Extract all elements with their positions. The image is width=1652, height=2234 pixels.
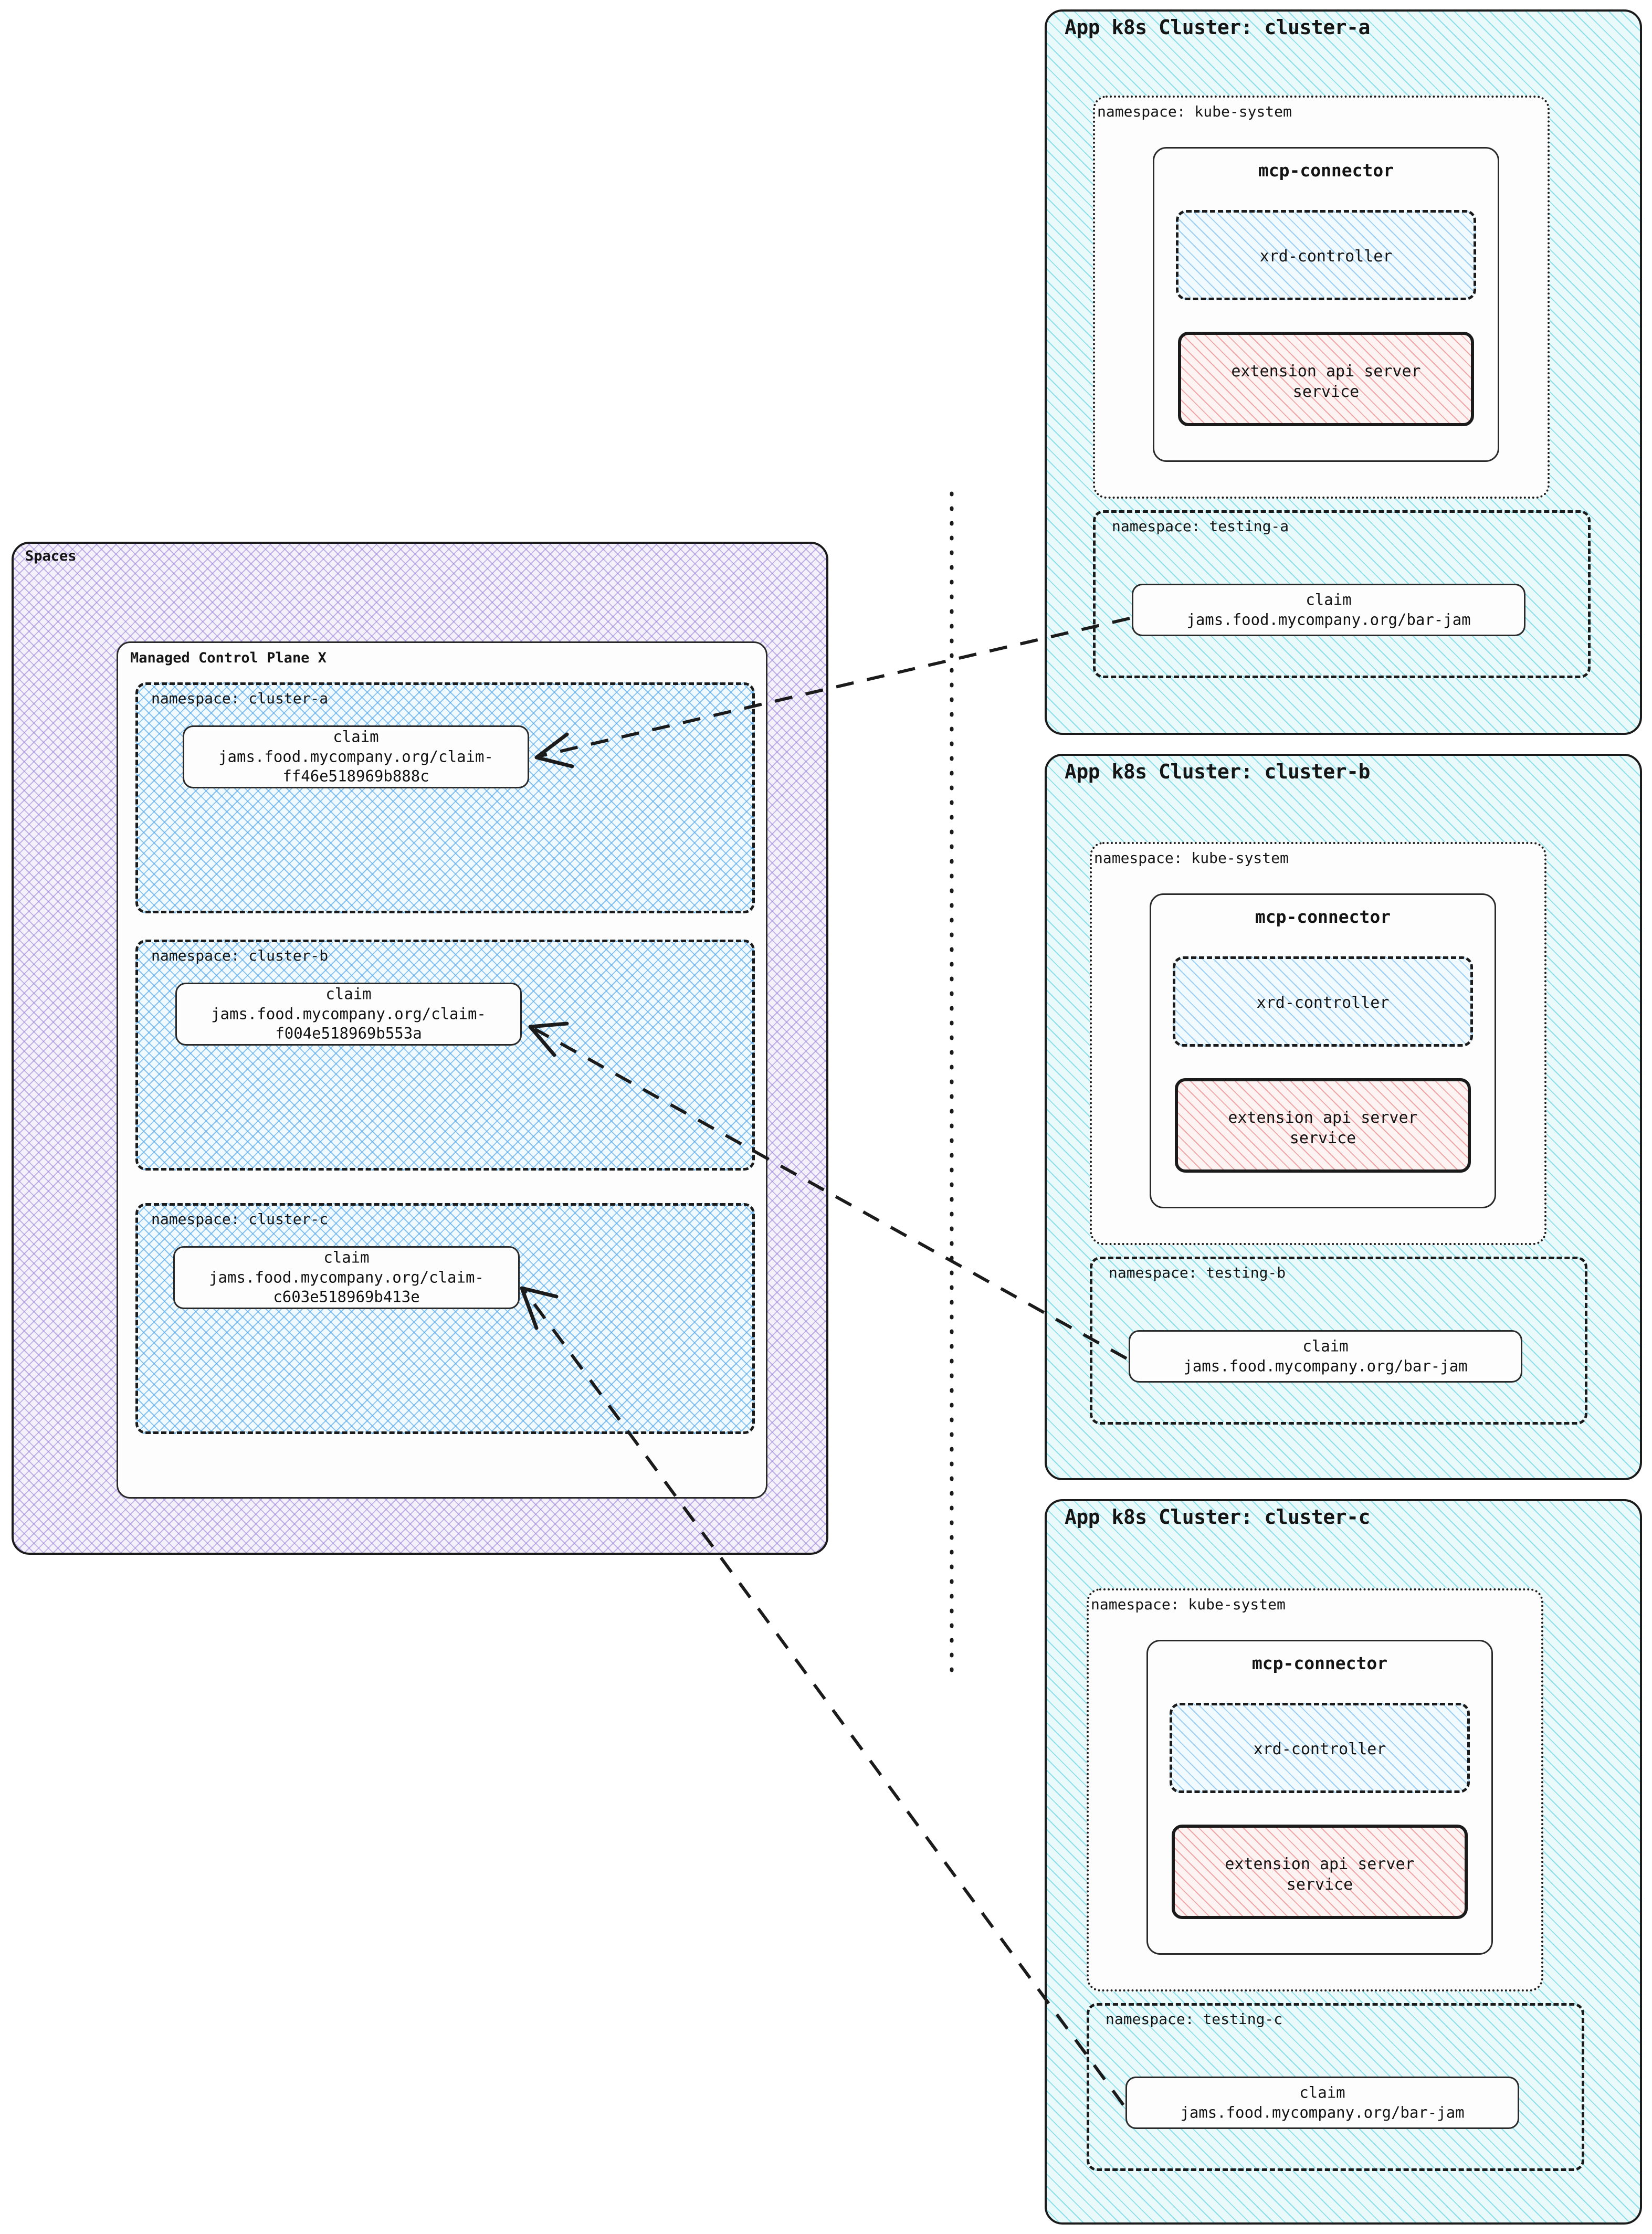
claim-ref: jams.food.mycompany.org/claim- [211, 1005, 486, 1023]
mcp-namespace-cluster-b [135, 940, 755, 1171]
ext-api-line1: extension api server [1225, 1855, 1415, 1873]
claim-text: claim jams.food.mycompany.org/claim- f00… [180, 984, 517, 1044]
claim-kind: claim [323, 1248, 370, 1267]
cluster-b-xrd-controller-label: xrd-controller [1256, 994, 1390, 1012]
mcp-namespace-cluster-a-label: namespace: cluster-a [151, 690, 329, 707]
cluster-c-extension-api-server-service: extension api server service [1172, 1825, 1468, 1919]
mcp-namespace-cluster-c [135, 1203, 755, 1434]
cluster-b-kube-system-label: namespace: kube-system [1094, 849, 1289, 867]
cluster-c-testing-label: namespace: testing-c [1106, 2010, 1283, 2028]
cluster-b-xrd-controller: xrd-controller [1173, 956, 1473, 1047]
ext-api-line1: extension api server [1231, 362, 1421, 381]
cluster-a-xrd-controller: xrd-controller [1176, 210, 1476, 300]
cluster-b-mcp-connector-label: mcp-connector [1255, 907, 1391, 927]
cluster-c-ext-api-label: extension api server service [1175, 1854, 1465, 1895]
app-cluster-c-title: App k8s Cluster: cluster-c [1065, 1505, 1370, 1529]
claim-ref: jams.food.mycompany.org/bar-jam [1180, 2103, 1465, 2121]
claim-text: claim jams.food.mycompany.org/claim- ff4… [187, 727, 524, 786]
cluster-c-testing-claim[interactable]: claim jams.food.mycompany.org/bar-jam [1125, 2077, 1519, 2129]
cluster-a-kube-system-label: namespace: kube-system [1097, 103, 1292, 120]
app-cluster-a-title: App k8s Cluster: cluster-a [1065, 16, 1370, 39]
ext-api-line2: service [1286, 1875, 1353, 1894]
cluster-a-extension-api-server-service: extension api server service [1178, 332, 1474, 426]
claim-kind: claim [325, 985, 372, 1003]
cluster-c-kube-system-label: namespace: kube-system [1091, 1596, 1286, 1613]
mcp-namespace-cluster-a-claim[interactable]: claim jams.food.mycompany.org/claim- ff4… [183, 725, 529, 788]
ext-api-line2: service [1292, 383, 1360, 401]
mcp-namespace-cluster-a [135, 682, 755, 913]
claim-kind: claim [1299, 2083, 1345, 2102]
claim-ref2: f004e518969b553a [275, 1024, 422, 1042]
claim-ref: jams.food.mycompany.org/claim- [218, 747, 493, 766]
claim-ref: jams.food.mycompany.org/claim- [209, 1268, 484, 1287]
cluster-b-testing-label: namespace: testing-b [1109, 1264, 1286, 1281]
claim-kind: claim [333, 728, 379, 746]
claim-ref: jams.food.mycompany.org/bar-jam [1183, 1357, 1468, 1375]
claim-text: claim jams.food.mycompany.org/bar-jam [1130, 2083, 1514, 2122]
cluster-c-xrd-controller: xrd-controller [1170, 1703, 1470, 1793]
claim-text: claim jams.food.mycompany.org/claim- c60… [178, 1248, 515, 1307]
claim-ref2: c603e518969b413e [273, 1288, 420, 1306]
cluster-b-ext-api-label: extension api server service [1178, 1108, 1468, 1148]
app-cluster-b-title: App k8s Cluster: cluster-b [1065, 760, 1370, 783]
mcp-namespace-cluster-b-label: namespace: cluster-b [151, 947, 329, 964]
claim-text: claim jams.food.mycompany.org/bar-jam [1137, 590, 1521, 629]
cluster-c-xrd-controller-label: xrd-controller [1253, 1740, 1386, 1758]
mcp-namespace-cluster-b-claim[interactable]: claim jams.food.mycompany.org/claim- f00… [175, 983, 522, 1046]
cluster-a-mcp-connector-label: mcp-connector [1258, 160, 1394, 181]
claim-ref2: ff46e518969b888c [282, 767, 429, 785]
claim-ref: jams.food.mycompany.org/bar-jam [1186, 610, 1471, 628]
managed-control-plane-label: Managed Control Plane X [130, 650, 327, 666]
cluster-a-testing-label: namespace: testing-a [1112, 518, 1289, 535]
ext-api-line1: extension api server [1228, 1109, 1418, 1127]
cluster-a-testing-claim[interactable]: claim jams.food.mycompany.org/bar-jam [1132, 584, 1525, 636]
claim-kind: claim [1302, 1337, 1349, 1355]
mcp-namespace-cluster-c-label: namespace: cluster-c [151, 1210, 329, 1228]
cluster-a-xrd-controller-label: xrd-controller [1259, 247, 1393, 266]
cluster-b-extension-api-server-service: extension api server service [1175, 1078, 1471, 1173]
ext-api-line2: service [1289, 1129, 1356, 1147]
cluster-a-ext-api-label: extension api server service [1181, 361, 1471, 402]
mcp-namespace-cluster-c-claim[interactable]: claim jams.food.mycompany.org/claim- c60… [173, 1246, 520, 1309]
cluster-b-testing-claim[interactable]: claim jams.food.mycompany.org/bar-jam [1129, 1330, 1522, 1383]
claim-kind: claim [1306, 591, 1352, 609]
claim-text: claim jams.food.mycompany.org/bar-jam [1133, 1336, 1518, 1376]
cluster-c-mcp-connector-label: mcp-connector [1251, 1653, 1388, 1673]
spaces-label: Spaces [25, 548, 77, 564]
